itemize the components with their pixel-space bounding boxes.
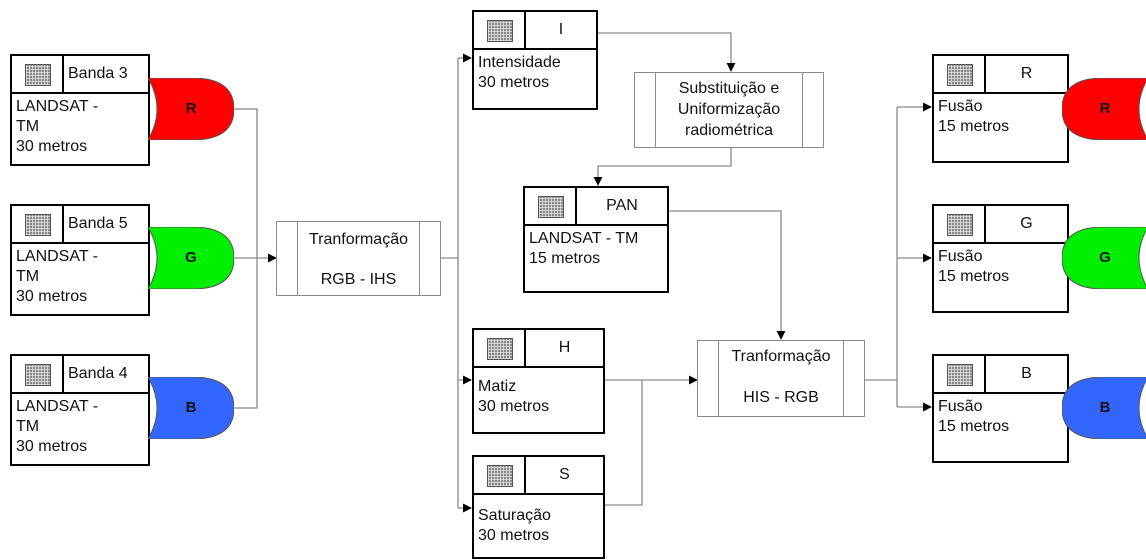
output-channel-label: R [1020,65,1033,82]
substitution-box: Substituição e Uniformização radiométric… [634,72,824,148]
raster-image-icon [474,12,526,48]
channel-r-badge: R [148,78,234,140]
connector-saturation-to-transform2 [605,380,643,506]
band-description: LANDSAT - TM 30 metros [16,98,99,155]
input-band-4-card: Banda 4 LANDSAT - TM 30 metros [10,354,150,466]
substitution-line-2: Uniformização [677,101,781,118]
connector-intensity-to-substitution [598,32,736,72]
transform-title: Tranformação [731,348,831,365]
output-channel-label: B [1021,365,1032,382]
component-description: Intensidade 30 metros [478,54,561,91]
component-letter: I [558,21,564,38]
channel-b-badge: B [148,377,234,439]
output-channel-label: G [1020,215,1033,232]
component-description: Saturação 30 metros [478,507,551,544]
output-description: Fusão 15 metros [938,248,1010,285]
transform-his-rgb-box: Tranformação HIS - RGB [697,340,865,417]
intensity-card: I Intensidade 30 metros [472,10,598,110]
transform-title: Tranformação [309,231,408,248]
connector-b-to-transform1 [233,258,258,409]
input-band-3-card: Banda 3 LANDSAT - TM 30 metros [10,54,150,166]
band-label: Banda 3 [68,65,128,82]
output-channel-r-badge: R [1062,78,1146,140]
channel-letter: B [185,399,197,416]
band-description: LANDSAT - TM 30 metros [16,398,99,455]
pan-description: LANDSAT - TM 15 metros [529,230,639,267]
pan-card: PAN LANDSAT - TM 15 metros [523,186,669,293]
connector-pan-to-transform2 [669,210,786,340]
output-description: Fusão 15 metros [938,98,1010,135]
output-channel-b-badge: B [1062,377,1146,439]
band-label: Banda 5 [68,215,128,232]
raster-image-icon [12,356,64,392]
raster-image-icon [474,457,526,493]
raster-image-icon [12,56,64,92]
transform-subtitle: HIS - RGB [743,389,819,406]
hue-card: H Matiz 30 metros [472,328,605,434]
channel-letter: G [1099,249,1111,266]
output-r-card: R Fusão 15 metros [932,54,1069,163]
band-label: Banda 4 [68,365,128,382]
output-g-card: G Fusão 15 metros [932,204,1069,313]
raster-image-icon [525,188,577,224]
component-letter: H [558,339,571,356]
raster-image-icon [474,330,526,366]
channel-letter: B [1099,399,1111,416]
connector-substitution-to-pan [593,148,732,186]
transform-subtitle: RGB - IHS [320,271,397,288]
connector-r-to-transform1 [233,108,258,258]
channel-letter: G [185,249,197,266]
substitution-line-3: radiométrica [684,122,774,139]
raster-image-icon [934,56,986,92]
connector-transform2-out [865,107,898,381]
component-description: Matiz 30 metros [478,378,550,415]
transform-rgb-ihs-box: Tranformação RGB - IHS [276,221,441,296]
channel-letter: R [1099,100,1111,117]
input-band-5-card: Banda 5 LANDSAT - TM 30 metros [10,204,150,316]
channel-letter: R [185,100,197,117]
connector-transform1-to-ihs [441,58,459,259]
saturation-card: S Saturação 30 metros [472,455,605,559]
band-description: LANDSAT - TM 30 metros [16,248,99,305]
pan-title: PAN [606,197,638,214]
raster-image-icon [12,206,64,242]
channel-g-badge: G [148,227,234,289]
output-b-card: B Fusão 15 metros [932,354,1069,463]
raster-image-icon [934,356,986,392]
substitution-line-1: Substituição e [678,80,780,97]
raster-image-icon [934,206,986,242]
component-letter: S [559,466,570,483]
output-description: Fusão 15 metros [938,398,1010,435]
output-channel-g-badge: G [1062,227,1146,289]
